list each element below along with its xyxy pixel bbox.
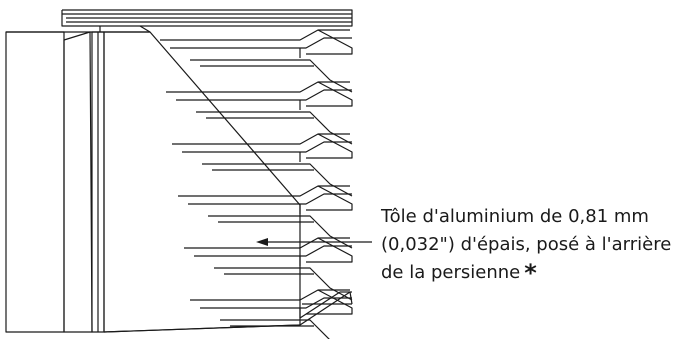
louver-sill bbox=[299, 291, 353, 326]
annotation-line-3: de la persienne* bbox=[381, 259, 693, 287]
louver-jamb bbox=[5, 31, 150, 333]
annotation-line-2: (0,032") d'épais, posé à l'arrière bbox=[381, 234, 672, 255]
annotation-line-3-text: de la persienne bbox=[381, 262, 521, 283]
louver-blade bbox=[172, 133, 353, 197]
louver-blade bbox=[166, 81, 353, 145]
louver-blade bbox=[178, 185, 353, 249]
louver-blade bbox=[184, 237, 353, 301]
leader-arrow bbox=[256, 238, 372, 246]
annotation-line-1: Tôle d'aluminium de 0,81 mm bbox=[381, 206, 649, 227]
arrowhead-icon bbox=[256, 238, 268, 246]
louver-head bbox=[61, 9, 353, 33]
louver-blade bbox=[160, 29, 353, 93]
annotation-label: Tôle d'aluminium de 0,81 mm (0,032") d'é… bbox=[381, 203, 693, 287]
aluminum-sheet bbox=[103, 31, 301, 333]
asterisk-marker: * bbox=[524, 259, 537, 287]
louver-blade bbox=[190, 289, 353, 339]
